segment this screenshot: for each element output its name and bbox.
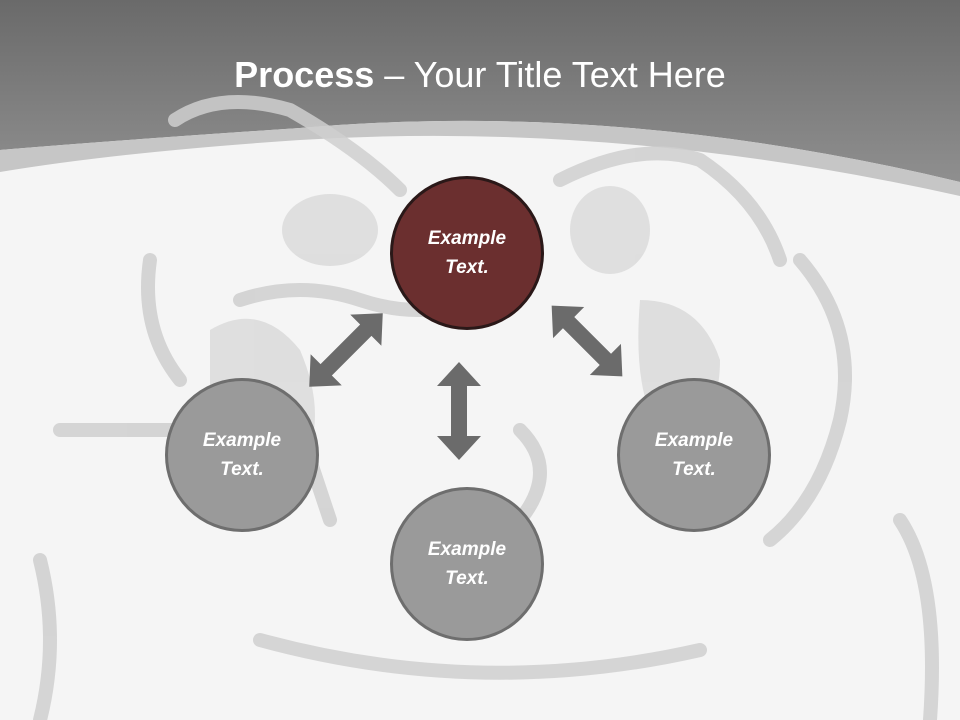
node-bottom-label: Example Text. <box>427 539 507 589</box>
node-right: Example Text. <box>617 378 771 532</box>
header-band <box>0 0 960 182</box>
node-right-label: Example Text. <box>654 430 734 480</box>
node-top: Example Text. <box>390 176 544 330</box>
slide-title: Process – Your Title Text Here <box>0 52 960 98</box>
title-rest: – Your Title Text Here <box>374 54 726 95</box>
arrow-top-bottom <box>437 362 481 460</box>
node-left-label: Example Text. <box>202 430 282 480</box>
node-bottom: Example Text. <box>390 487 544 641</box>
node-top-label: Example Text. <box>427 228 507 278</box>
title-bold: Process <box>234 54 375 95</box>
header-swoosh <box>0 120 960 196</box>
arrow-top-right <box>551 305 623 377</box>
arrow-top-left <box>309 313 383 387</box>
node-left: Example Text. <box>165 378 319 532</box>
